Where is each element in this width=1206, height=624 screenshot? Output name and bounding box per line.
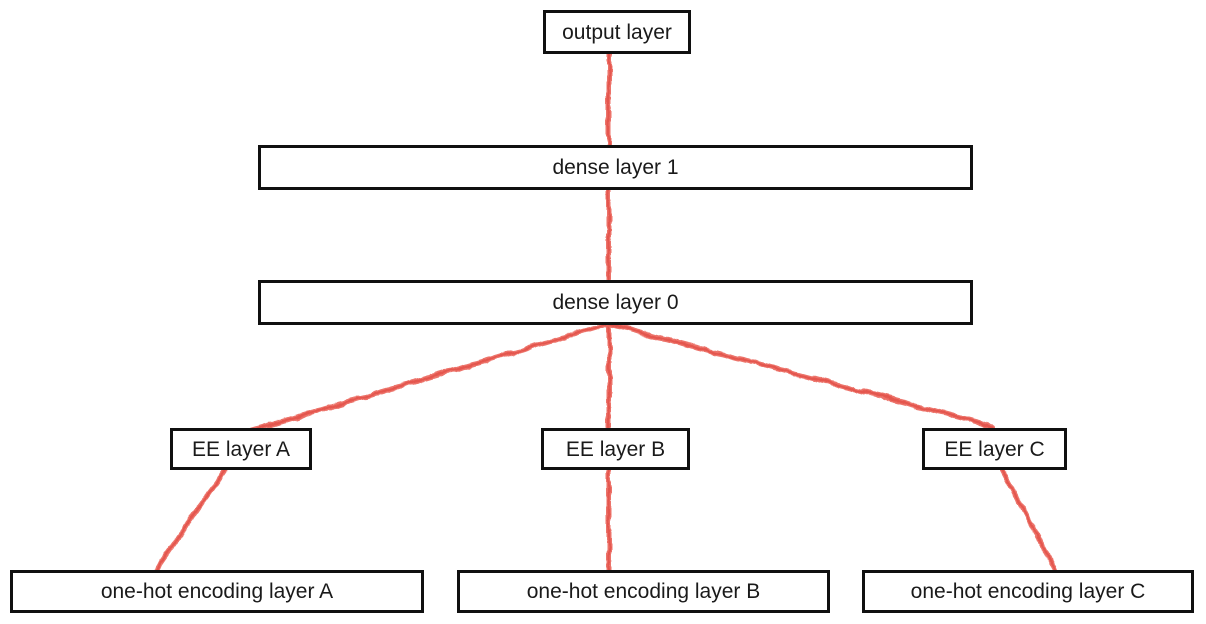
node-ee-layer-a: EE layer A xyxy=(170,428,312,470)
node-ee-layer-b: EE layer B xyxy=(541,428,690,470)
node-label-dense-layer-0: dense layer 0 xyxy=(552,291,679,314)
node-label-one-hot-b: one-hot encoding layer B xyxy=(526,580,761,603)
edge-one-hot-a-to-ee-layer-a xyxy=(153,467,228,573)
node-label-output-layer: output layer xyxy=(562,20,672,44)
node-label-ee-layer-b: EE layer B xyxy=(565,437,666,461)
edge-ee-layer-c-to-dense-layer-0 xyxy=(607,322,995,428)
node-one-hot-b: one-hot encoding layer B xyxy=(457,570,830,613)
node-label-one-hot-a: one-hot encoding layer A xyxy=(100,580,334,603)
node-label-ee-layer-a: EE layer A xyxy=(191,437,291,461)
node-output-layer: output layer xyxy=(543,10,691,54)
node-one-hot-c: one-hot encoding layer C xyxy=(862,570,1194,613)
node-dense-layer-1: dense layer 1 xyxy=(258,145,973,190)
node-label-one-hot-c: one-hot encoding layer C xyxy=(910,580,1146,603)
edge-ee-layer-a-to-dense-layer-0 xyxy=(248,322,611,433)
node-label-dense-layer-1: dense layer 1 xyxy=(552,156,679,179)
node-one-hot-a: one-hot encoding layer A xyxy=(10,570,424,613)
node-ee-layer-c: EE layer C xyxy=(922,428,1067,470)
node-dense-layer-0: dense layer 0 xyxy=(258,280,973,325)
edge-one-hot-c-to-ee-layer-c xyxy=(1000,467,1058,573)
node-label-ee-layer-c: EE layer C xyxy=(944,437,1045,461)
